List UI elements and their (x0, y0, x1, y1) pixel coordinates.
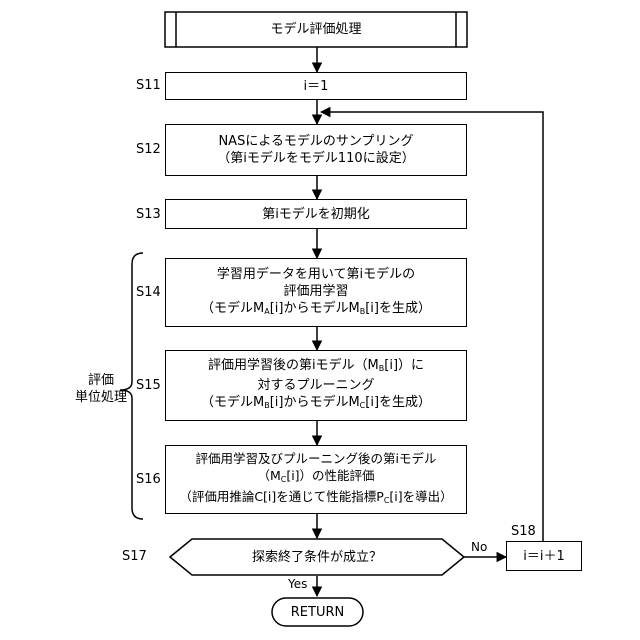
step-id-s14: S14 (136, 285, 161, 300)
step-id-s18: S18 (511, 524, 536, 539)
process-box-s13: 第iモデルを初期化 (165, 199, 467, 229)
start-label: モデル評価処理 (270, 21, 361, 38)
group-label: 評価 単位処理 (72, 372, 130, 406)
process-box-s11: i＝1 (165, 72, 467, 100)
step-id-s11: S11 (136, 78, 161, 93)
s15-line2: 対するプルーニング (257, 377, 374, 394)
start-terminal: モデル評価処理 (176, 12, 456, 47)
process-box-s12: NASによるモデルのサンプリング （第iモデルをモデル110に設定） (165, 124, 467, 176)
step-id-s12: S12 (136, 142, 161, 157)
s14-line3: （モデルMA[i]からモデルMB[i]を生成） (201, 300, 431, 320)
step-id-s13: S13 (136, 207, 161, 222)
s12-line2: （第iモデルをモデル110に設定） (217, 150, 414, 167)
s18-text: i＝i＋1 (523, 548, 565, 565)
step-id-s17: S17 (122, 549, 147, 564)
yes-label: Yes (288, 577, 307, 591)
s16-line1: 評価用学習及びプルーニング後の第iモデル (196, 450, 437, 467)
no-label: No (471, 540, 487, 554)
step-id-s16: S16 (136, 472, 161, 487)
return-label: RETURN (291, 604, 344, 621)
process-box-s16: 評価用学習及びプルーニング後の第iモデル （MC[i]）の性能評価 （評価用推論… (165, 445, 467, 514)
s13-text: 第iモデルを初期化 (262, 206, 370, 223)
process-box-s15: 評価用学習後の第iモデル（MB[i]）に 対するプルーニング （モデルMB[i]… (165, 350, 467, 421)
s11-text: i＝1 (304, 78, 329, 95)
s12-line1: NASによるモデルのサンプリング (218, 133, 413, 150)
process-box-s18: i＝i＋1 (506, 541, 582, 571)
s17-text: 探索終了条件が成立？ (252, 549, 382, 566)
s15-line3: （モデルMB[i]からモデルMC[i]を生成） (201, 394, 431, 414)
return-terminal: RETURN (272, 598, 363, 626)
s14-line2: 評価用学習 (283, 283, 348, 300)
s14-line1: 学習用データを用いて第iモデルの (217, 266, 415, 283)
s16-line3: （評価用推論C[i]を通じて性能指標PC[i]を導出） (179, 488, 452, 509)
process-box-s14: 学習用データを用いて第iモデルの 評価用学習 （モデルMA[i]からモデルMB[… (165, 258, 467, 327)
s15-line1: 評価用学習後の第iモデル（MB[i]）に (208, 357, 424, 377)
step-id-s15: S15 (136, 378, 161, 393)
decision-s17: 探索終了条件が成立？ (192, 539, 442, 575)
s16-line2: （MC[i]）の性能評価 (257, 467, 374, 488)
